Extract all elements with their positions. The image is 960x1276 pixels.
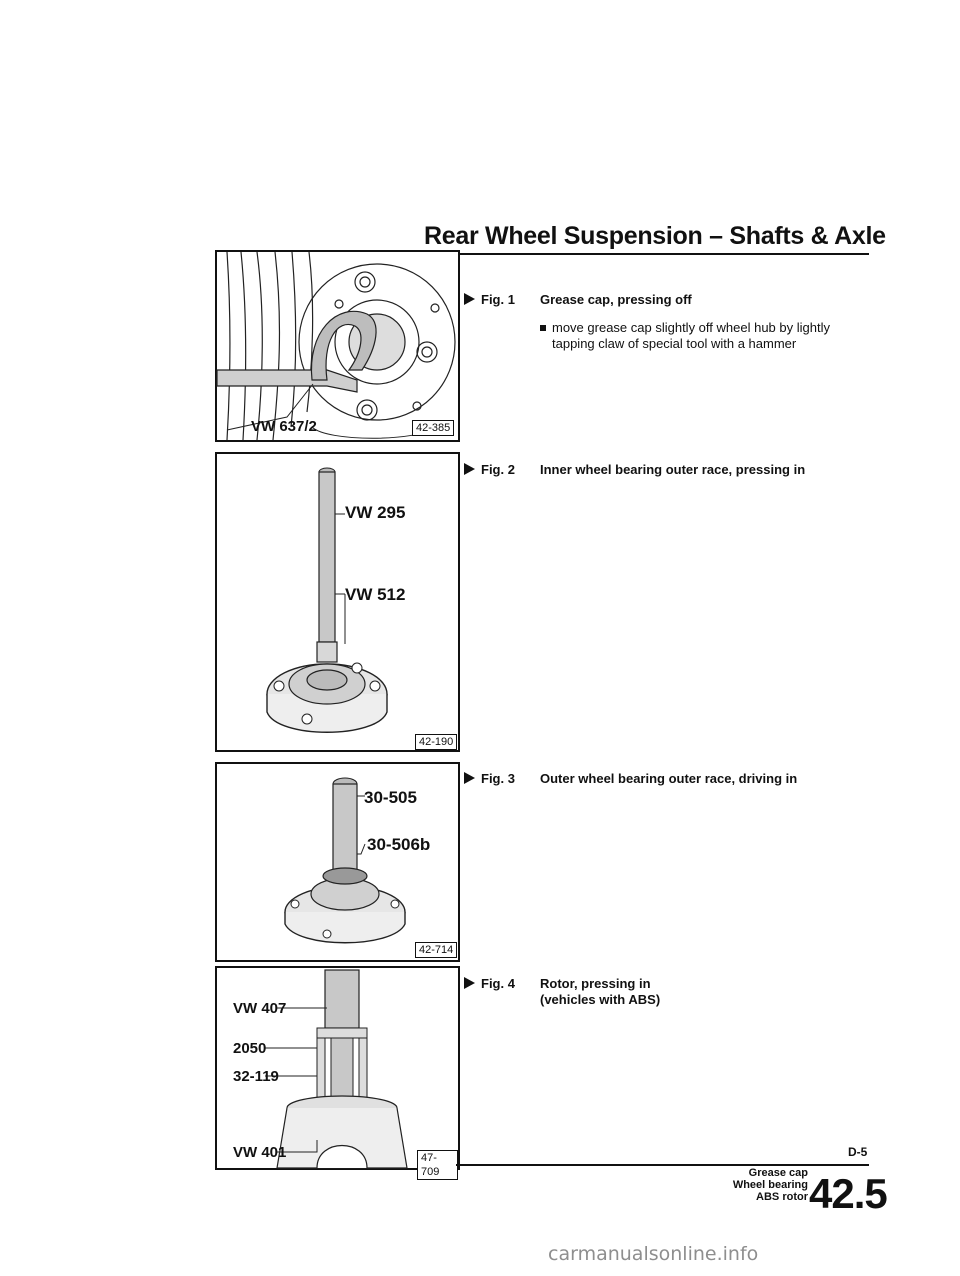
arrow-right-icon: [464, 977, 475, 989]
arrow-right-icon: [464, 293, 475, 305]
caption-text: Grease cap, pressing off: [540, 292, 692, 307]
figure-2: VW 295 VW 512 42-190: [215, 452, 460, 752]
caption-fig-2: Fig. 2 Inner wheel bearing outer race, p…: [464, 462, 864, 478]
figure-1: VW 637/2 42-385: [215, 250, 460, 442]
figure-3: 30-505 30-506b 42-714: [215, 762, 460, 962]
caption-text: Rotor, pressing in (vehicles with ABS): [540, 976, 661, 1007]
caption-fig-label: Fig. 4: [464, 976, 540, 1008]
figure-ref: 42-385: [412, 420, 455, 436]
page-title: Rear Wheel Suspension – Shafts & Axle: [424, 222, 886, 250]
tool-label: VW 512: [345, 585, 406, 604]
bullet-text: move grease cap slightly off wheel hub b…: [552, 320, 830, 351]
watermark: carmanualsonline.info: [548, 1243, 759, 1265]
footer-rule: [456, 1164, 869, 1166]
bullet-square-icon: [540, 325, 546, 331]
tool-label: VW 407: [233, 1000, 287, 1017]
tool-label: VW 637/2: [251, 418, 317, 435]
caption-bullet: move grease cap slightly off wheel hub b…: [540, 320, 830, 352]
tool-label: 2050: [233, 1040, 267, 1057]
arrow-right-icon: [464, 463, 475, 475]
caption-fig-label: Fig. 2: [464, 462, 540, 478]
caption-text: Inner wheel bearing outer race, pressing…: [540, 462, 806, 477]
caption-fig-label: Fig. 1: [464, 292, 540, 308]
tool-label: 30-506b: [367, 835, 431, 854]
figure-4-illustration: [265, 969, 408, 1169]
figure-2-illustration: [266, 467, 388, 733]
tool-label: 32-119: [233, 1068, 279, 1085]
figure-1-illustration: [216, 251, 456, 441]
caption-fig-label: Fig. 3: [464, 771, 540, 787]
figure-ref: 42-714: [415, 942, 458, 958]
caption-fig-3: Fig. 3 Outer wheel bearing outer race, d…: [464, 771, 864, 787]
figure-3-illustration: [284, 777, 406, 944]
caption-fig-4: Fig. 4 Rotor, pressing in (vehicles with…: [464, 976, 864, 1008]
footer-topic: Grease cap: [748, 1167, 808, 1179]
section-number: 42.5: [809, 1170, 888, 1217]
figure-ref: 42-190: [415, 734, 458, 750]
arrow-right-icon: [464, 772, 475, 784]
figure-4: VW 407 2050 32-119 VW 401 47-709: [215, 966, 460, 1180]
tool-label: 30-505: [364, 788, 417, 807]
tool-label: VW 401: [233, 1144, 287, 1161]
tool-label: VW 295: [345, 503, 406, 522]
figure-ref: 47-709: [417, 1150, 458, 1180]
footer-topic: Wheel bearing: [732, 1179, 808, 1191]
footer-topics: Grease cap Wheel bearing ABS rotor: [700, 1167, 808, 1203]
page-code: D-5: [848, 1145, 868, 1159]
caption-fig-1: Fig. 1 Grease cap, pressing off move gre…: [464, 292, 864, 352]
title-rule: [456, 253, 869, 255]
caption-text: Outer wheel bearing outer race, driving …: [540, 771, 798, 786]
footer-topic: ABS rotor: [756, 1191, 808, 1203]
